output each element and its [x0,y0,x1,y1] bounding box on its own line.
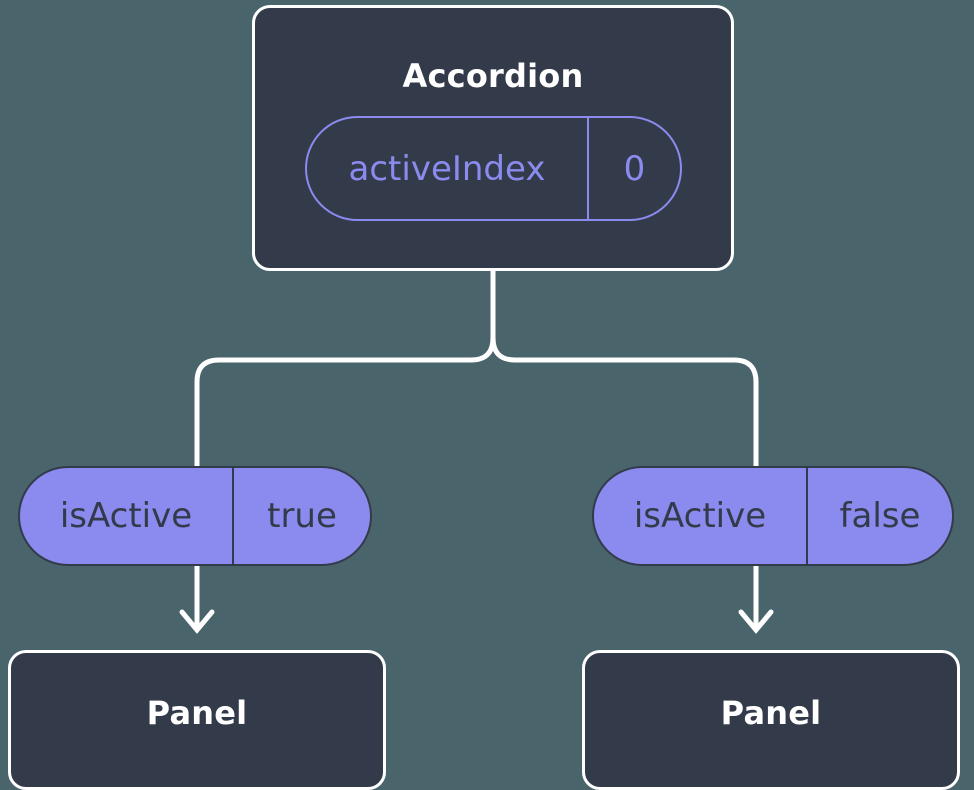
prop-pill-right-value: false [839,496,921,536]
diagram-canvas: Accordion activeIndex 0 isActive true is… [8,5,960,790]
component-title-panel-left: Panel [146,694,248,732]
prop-pill-left-value: true [267,496,337,536]
component-card-panel-right[interactable]: Panel [582,650,960,790]
prop-pill-left-divider [232,468,234,564]
prop-pill-isactive-true[interactable]: isActive true [18,466,372,566]
state-pill-activeindex[interactable]: activeIndex 0 [305,116,682,221]
arrow-right-head-icon [738,609,774,634]
prop-pill-left-key: isActive [59,496,193,536]
state-pill-activeindex-key: activeIndex [348,148,546,189]
component-title-accordion: Accordion [402,57,584,95]
component-title-panel-right: Panel [720,694,822,732]
fork-connector [194,268,496,469]
state-pill-activeindex-divider [587,118,589,219]
prop-pill-isactive-false[interactable]: isActive false [592,466,954,566]
component-card-panel-left[interactable]: Panel [8,650,386,790]
fork-connector-right [490,268,759,469]
state-pill-activeindex-value: 0 [623,148,646,189]
prop-pill-right-key: isActive [633,496,767,536]
prop-pill-right-divider [806,468,808,564]
arrow-left-head-icon [179,609,215,634]
